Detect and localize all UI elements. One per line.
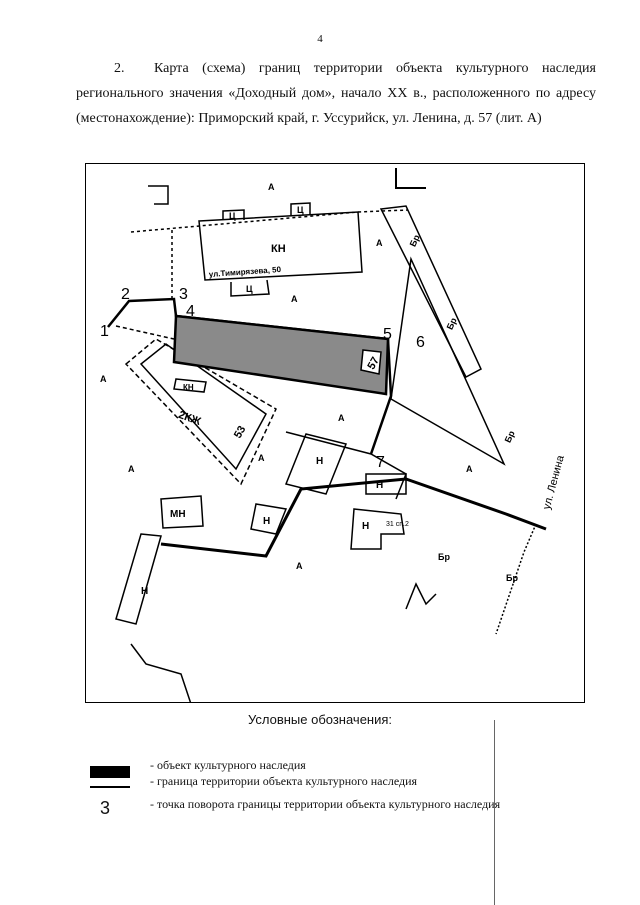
label-ts-3: Ц [246, 284, 253, 294]
label-a-7: А [128, 464, 135, 474]
building-2kzh-outline [124, 338, 277, 486]
scan-artifact-line [494, 720, 495, 905]
triangle-area [390, 256, 506, 466]
corner-mark-left [148, 185, 169, 205]
label-n-2: Н [263, 516, 270, 527]
label-br-5: Бр [506, 573, 518, 583]
strip-br [379, 205, 482, 379]
road-line [285, 431, 407, 500]
label-n-1: Н [316, 456, 323, 467]
building-ts-3 [230, 279, 270, 297]
page-number: 4 [317, 33, 323, 45]
north-arrow [405, 582, 437, 610]
building-ts-1 [222, 209, 245, 220]
building-ts-2 [290, 202, 311, 216]
label-a-3: А [376, 238, 383, 248]
road-outline [160, 477, 547, 558]
label-n-long: Н [141, 586, 148, 597]
building-mn [160, 495, 204, 529]
house-number-53: 53 [232, 424, 249, 441]
label-ts-2: Ц [297, 205, 304, 215]
site-map-drawing: 57 53 КН Ц Ц Ц ул.Тимирязева, 50 КН 2КЖ … [100, 168, 567, 702]
label-br-2: Бр [445, 316, 459, 332]
point-number-5: 5 [383, 326, 392, 343]
road-tail [130, 643, 192, 702]
building-n-3 [365, 473, 407, 495]
point-number-4: 4 [186, 303, 195, 320]
dashed-guide [115, 325, 175, 340]
point-number-1: 1 [100, 323, 109, 340]
label-n-4: Н [362, 521, 369, 532]
label-br-3: Бр [503, 429, 517, 445]
point-number-2: 2 [121, 286, 130, 303]
lenina-line [495, 523, 537, 635]
legend-point-label: - точка поворота границы территории объе… [150, 797, 501, 811]
label-a-8: А [296, 561, 303, 571]
point-number-6: 6 [416, 334, 425, 351]
label-a-4: А [100, 374, 107, 384]
corner-mark-right [395, 168, 426, 189]
building-n-4 [350, 508, 405, 550]
site-map: 57 53 КН Ц Ц Ц ул.Тимирязева, 50 КН 2КЖ … [85, 163, 585, 703]
legend-object-label: - объект культурного наследия [150, 758, 306, 772]
building-kn-small [173, 378, 207, 393]
label-a-9: А [466, 464, 473, 474]
house-number-57-marker [360, 349, 382, 375]
building-n-1 [284, 433, 348, 495]
legend-point-symbol: 3 [100, 798, 111, 818]
heading-item-number: 2. [114, 61, 125, 76]
label-ts-1: Ц [229, 211, 236, 221]
label-kn-small: КН [183, 383, 194, 392]
label-small: 31 сп.2 [386, 521, 409, 528]
legend-swatch-object [90, 766, 130, 778]
cultural-heritage-object [172, 314, 390, 396]
label-br-4: Бр [438, 552, 450, 562]
point-number-7: 7 [376, 454, 385, 471]
building-2kzh [139, 343, 267, 471]
label-a-6: А [258, 453, 265, 463]
label-street-lenina: ул. Ленина [541, 453, 567, 511]
house-number-57: 57 [365, 355, 382, 372]
label-2kzh: 2КЖ [177, 409, 203, 428]
label-n-3: Н [376, 480, 383, 491]
building-n-long [115, 533, 162, 625]
label-br-1: Бр [408, 233, 422, 249]
legend-title: Условные обозначения: [247, 712, 393, 727]
point-number-3: 3 [179, 286, 188, 303]
label-a-5: А [338, 413, 345, 423]
label-mn: МН [170, 509, 186, 520]
building-kn [198, 211, 363, 281]
heading-text: Карта (схема) границ территории объекта … [76, 61, 596, 126]
fence-top [130, 209, 409, 233]
legend-swatch-boundary [90, 786, 130, 788]
page-heading: 2.Карта (схема) границ территории объект… [76, 56, 596, 131]
label-kn-top: КН [271, 243, 286, 255]
label-a-1: А [268, 182, 275, 192]
legend-boundary-label: - граница территории объекта культурного… [150, 774, 418, 788]
label-a-2: А [291, 294, 298, 304]
